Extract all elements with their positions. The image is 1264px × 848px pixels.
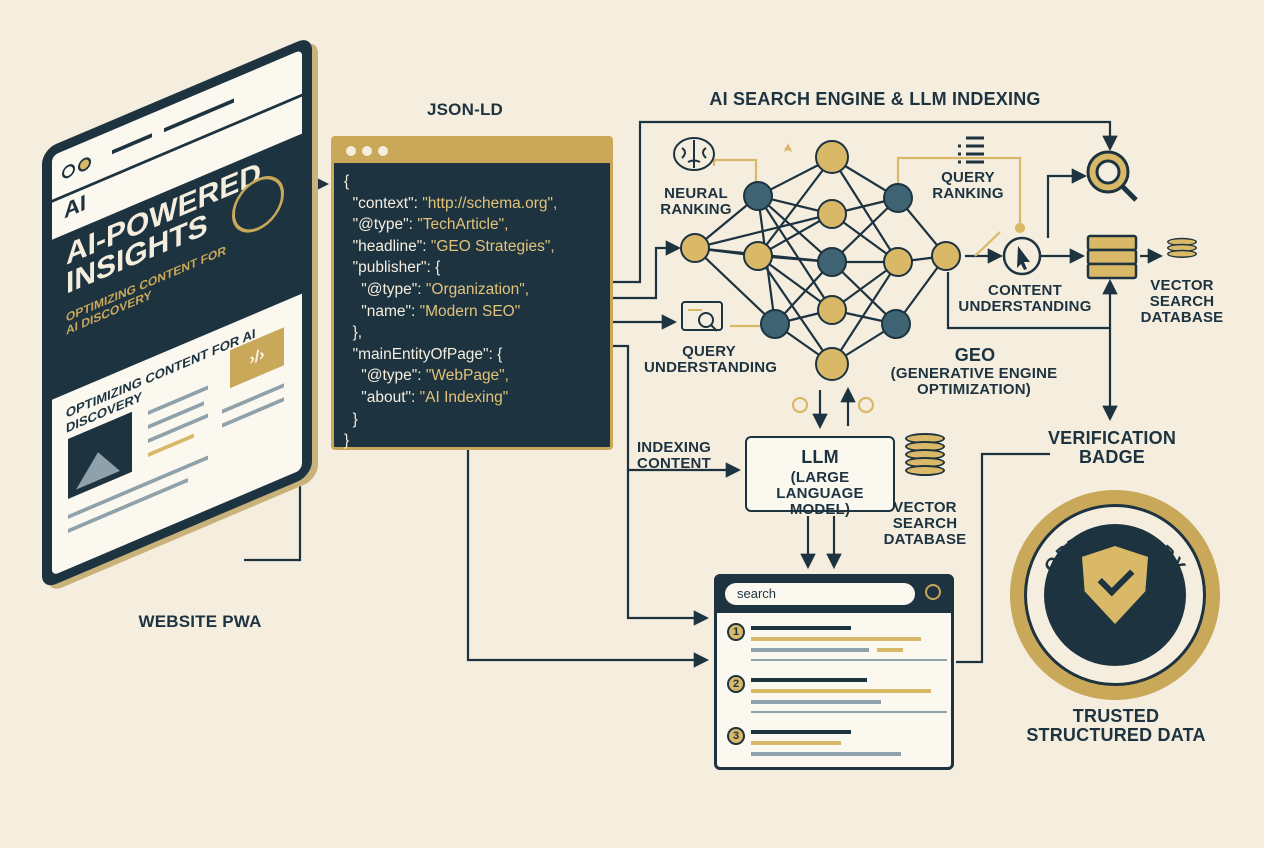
- text-line: [148, 401, 204, 430]
- verification-badge-label: VERIFICATION BADGE: [1047, 428, 1177, 467]
- llm-box: LLM (LARGE LANGUAGE MODEL): [745, 436, 895, 517]
- document-search-icon: [681, 301, 723, 332]
- code-window-bar: [334, 139, 610, 163]
- search-result[interactable]: 1: [727, 623, 947, 663]
- network-node: [817, 295, 847, 325]
- network-node: [881, 309, 911, 339]
- seo-badge: OPTIMIZED BY AI SEO VERIFIED: [1010, 490, 1220, 700]
- list-icon: [958, 136, 984, 164]
- network-node: [680, 233, 710, 263]
- search-bar: search: [717, 577, 951, 613]
- llm-full-label: (LARGE LANGUAGE MODEL): [776, 469, 864, 518]
- geo-label: GEO: [954, 345, 996, 365]
- network-node: [883, 183, 913, 213]
- json-code: { "context": "http://schema.org", "@type…: [344, 173, 558, 450]
- json-ld-title: JSON-LD: [426, 100, 504, 119]
- website-pwa-label: WEBSITE PWA: [138, 612, 262, 631]
- geo-full-label: (GENERATIVE ENGINE OPTIMIZATION): [890, 365, 1058, 398]
- query-ranking-label: QUERY RANKING: [932, 169, 1004, 202]
- gold-connectors: [712, 143, 1026, 414]
- text-line: [222, 397, 284, 428]
- network-node: [815, 140, 849, 174]
- search-result[interactable]: 3: [727, 727, 947, 767]
- ai-search-title: AI SEARCH ENGINE & LLM INDEXING: [709, 89, 1041, 109]
- network-node: [815, 347, 849, 381]
- server-icon: [1086, 234, 1138, 280]
- network-node: [743, 181, 773, 211]
- query-understanding-label: QUERY UNDERSTANDING: [644, 343, 778, 376]
- database-icon: [1167, 237, 1197, 258]
- network-node: [883, 247, 913, 277]
- text-line: [148, 413, 208, 444]
- vector-search-db-bottom-label: VECTOR SEARCH DATABASE: [883, 499, 967, 548]
- network-node: [817, 199, 847, 229]
- neural-ranking-label: NEURAL RANKING: [660, 185, 732, 218]
- search-result[interactable]: 2: [727, 675, 947, 715]
- vector-search-db-top-label: VECTOR SEARCH DATABASE: [1140, 277, 1224, 326]
- search-input[interactable]: search: [725, 583, 915, 605]
- network-node: [743, 241, 773, 271]
- llm-label: LLM: [801, 447, 839, 467]
- search-results-panel: search 1 2 3: [714, 574, 954, 770]
- cursor-icon: [1002, 236, 1042, 276]
- network-node: [931, 241, 961, 271]
- trusted-data-label: TRUSTED STRUCTURED DATA: [1026, 706, 1206, 745]
- indexing-content-label: INDEXING CONTENT: [636, 439, 712, 472]
- json-ld-panel: { "context": "http://schema.org", "@type…: [331, 136, 613, 450]
- magnifier-icon: [1086, 150, 1138, 202]
- brain-icon: [673, 137, 715, 171]
- search-icon[interactable]: [925, 584, 941, 600]
- database-icon: [905, 433, 945, 476]
- network-node: [817, 247, 847, 277]
- content-understanding-label: CONTENT UNDERSTANDING: [958, 282, 1092, 315]
- network-node: [760, 309, 790, 339]
